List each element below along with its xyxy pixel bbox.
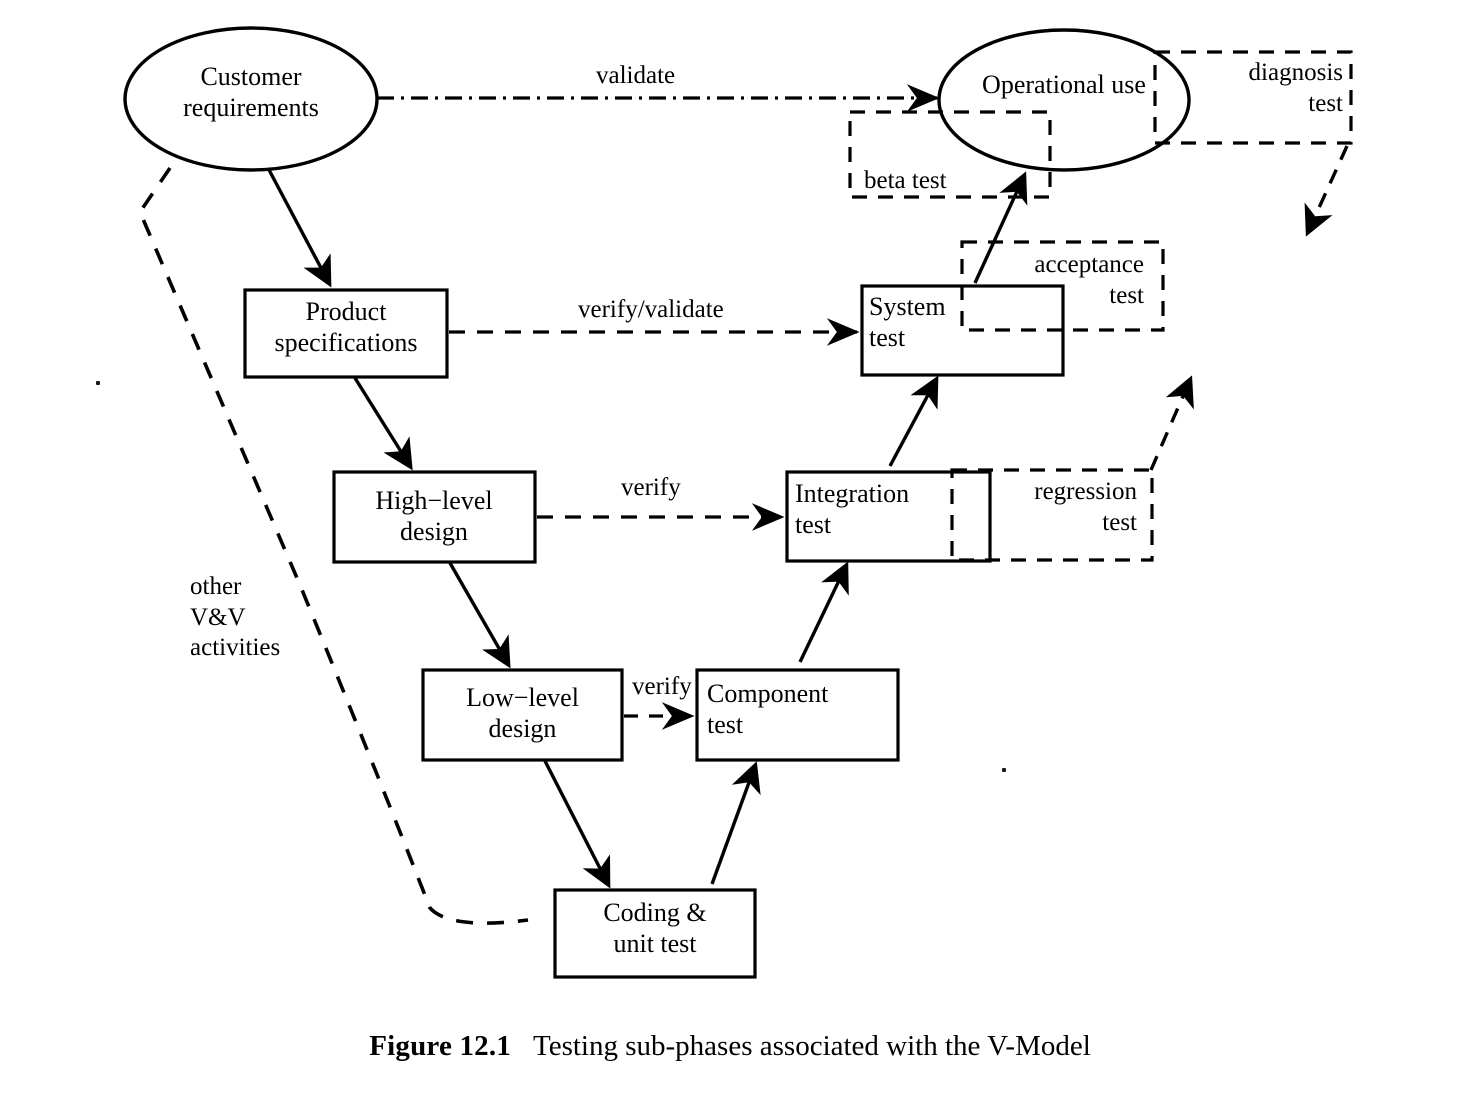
edge-other-vv-activities-path <box>137 166 529 925</box>
scan-speck-right <box>1002 768 1006 772</box>
edge-high-level-to-low-level <box>448 562 511 669</box>
edge-customer-to-product-specs <box>266 167 332 288</box>
edge-integration-test-to-system-test <box>888 375 939 467</box>
node-shape-operational-use <box>937 28 1191 172</box>
edge-regression-test-arrow <box>1149 375 1194 471</box>
annotation-box-diagnosis-test <box>1153 50 1353 145</box>
node-shape-integration-test <box>785 470 992 563</box>
scan-speck-left <box>96 381 100 385</box>
node-shape-high-level-design <box>332 470 537 564</box>
annotation-label-diagnosis-test: diagnosis test <box>1248 59 1343 117</box>
annotation-label-other-vv-activities: other V&V activities <box>190 573 281 661</box>
figure-caption-number: Figure 12.1 <box>369 1030 512 1062</box>
annotation-label-acceptance-test: acceptance test <box>1034 251 1144 309</box>
edge-product-specs-to-high-level <box>353 377 413 471</box>
edge-label-verify-validate: verify/validate <box>578 296 724 323</box>
edge-coding-to-component-test <box>710 761 761 885</box>
edge-diagnosis-test-arrow <box>1304 145 1349 237</box>
node-shape-product-specifications <box>243 288 449 379</box>
node-shape-low-level-design <box>421 668 624 762</box>
annotation-label-regression-test: regression test <box>1034 478 1137 536</box>
annotation-box-beta-test <box>848 110 1052 199</box>
edge-component-test-to-integration-test <box>798 561 849 663</box>
edge-label-verify-lld: verify <box>632 673 692 700</box>
edge-system-test-to-operational-use <box>973 171 1028 284</box>
figure-caption-text: Testing sub-phases associated with the V… <box>533 1030 1091 1062</box>
node-shape-component-test <box>695 668 900 762</box>
edge-label-verify-hld: verify <box>621 474 681 501</box>
annotation-label-beta-test: beta test <box>864 167 947 194</box>
node-shape-customer-requirements <box>123 26 379 172</box>
edge-low-level-to-coding <box>543 760 611 889</box>
figure-caption: Figure 12.1 Testing sub-phases associated… <box>0 1030 1460 1063</box>
annotation-box-regression-test <box>950 468 1154 562</box>
node-shape-coding-unit-test <box>553 888 757 979</box>
edge-label-validate: validate <box>596 62 676 89</box>
annotation-box-acceptance-test <box>960 240 1165 332</box>
